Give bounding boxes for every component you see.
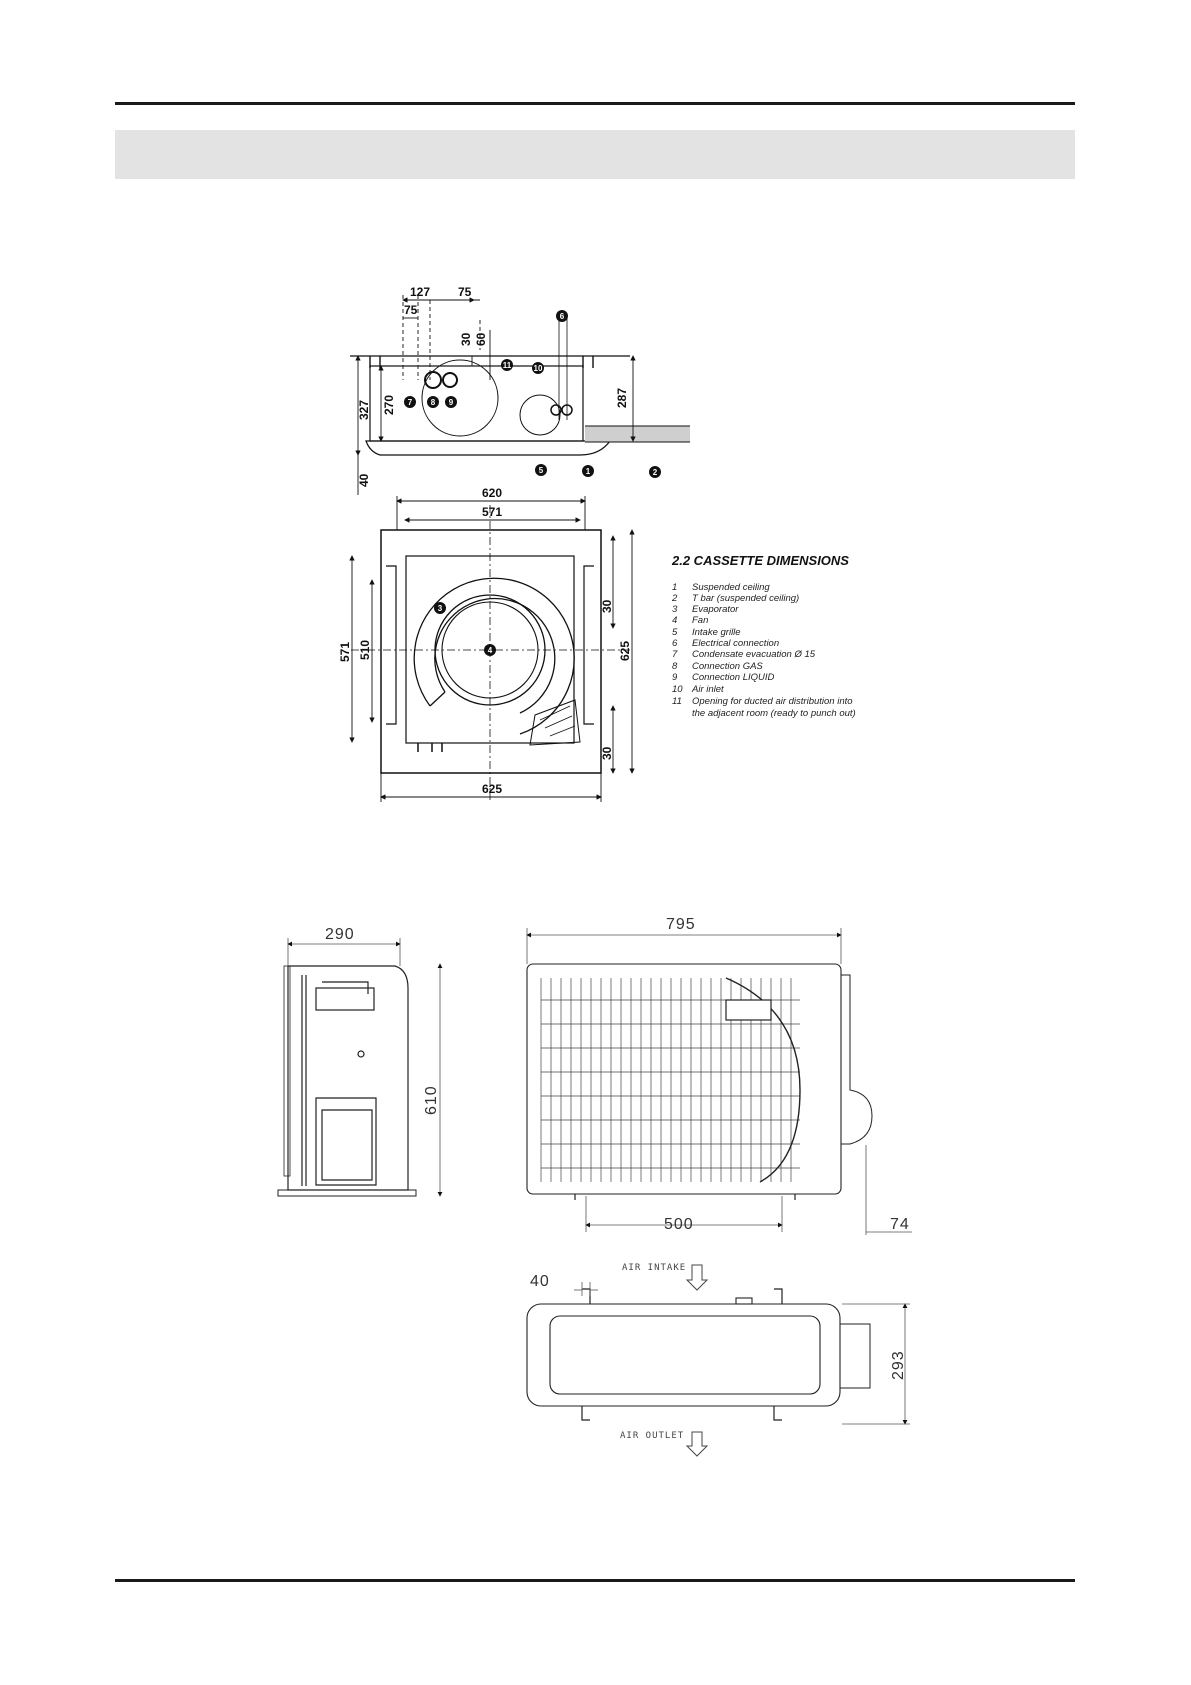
svg-text:5: 5 [672,627,678,638]
svg-text:6: 6 [672,638,678,649]
cassette-plan-callouts: 3 4 [434,602,496,656]
svg-text:Connection GAS: Connection GAS [692,661,763,672]
svg-text:Electrical connection: Electrical connection [692,638,779,649]
dim-571-left: 571 [338,642,352,662]
outdoor-side-view [277,965,417,1197]
outdoor-side-dimension-lines [287,938,443,1197]
dim-127: 127 [410,285,430,299]
dim-74: 74 [890,1216,910,1233]
svg-text:4: 4 [488,646,493,655]
cassette-legend: 1 Suspended ceiling 2 T bar (suspended cei… [671,582,856,719]
front-grille [540,978,800,1182]
dim-270: 270 [382,395,396,415]
svg-text:Opening for ducted air distrib: Opening for ducted air distribution into [692,696,853,707]
svg-text:5: 5 [539,466,544,475]
dim-30-side: 30 [459,332,473,346]
dim-293: 293 [890,1350,907,1380]
svg-text:10: 10 [672,684,683,695]
svg-text:8: 8 [431,398,436,407]
svg-text:11: 11 [672,696,682,707]
svg-text:the adjacent room (ready to pu: the adjacent room (ready to punch out) [692,708,856,719]
svg-text:10: 10 [534,364,543,373]
dim-75-top: 75 [458,285,472,299]
dim-571-top: 571 [482,505,502,519]
outdoor-front-dimension-lines [526,928,912,1235]
outdoor-front-view [526,963,873,1200]
svg-text:Air inlet: Air inlet [691,684,724,695]
outdoor-top-view [526,1288,871,1421]
cassette-side-view [350,295,690,456]
svg-text:3: 3 [672,604,678,615]
svg-text:6: 6 [560,312,565,321]
dim-795: 795 [666,916,696,933]
svg-text:Intake grille: Intake grille [692,627,741,638]
cassette-plan-view [351,505,630,800]
dim-40: 40 [357,473,371,487]
svg-text:Fan: Fan [692,615,708,626]
dim-75-left: 75 [404,303,418,317]
svg-text:Suspended ceiling: Suspended ceiling [692,582,770,593]
svg-text:3: 3 [438,604,443,613]
dim-30-plan: 30 [600,599,614,613]
dim-290: 290 [325,926,355,943]
air-outlet-label: AIR OUTLET [620,1431,684,1441]
dim-625-bottom: 625 [482,782,502,796]
svg-text:4: 4 [672,615,677,626]
dim-40-outdoor: 40 [530,1273,550,1290]
svg-text:2: 2 [653,468,658,477]
dim-610: 610 [423,1085,440,1115]
dim-287: 287 [615,388,629,408]
dim-620: 620 [482,486,502,500]
cassette-legend-title: 2.2 CASSETTE DIMENSIONS [671,553,849,568]
svg-text:9: 9 [672,672,678,683]
cassette-side-callouts: 6 7 8 9 10 11 5 1 2 [404,310,661,478]
outdoor-top-dimension-lines [574,1282,910,1425]
air-outlet-arrow-icon [685,1431,709,1457]
dim-625-right: 625 [618,641,632,661]
svg-text:7: 7 [408,398,413,407]
svg-text:1: 1 [672,582,677,593]
svg-text:Evaporator: Evaporator [692,604,739,615]
dim-510: 510 [358,640,372,660]
air-intake-label: AIR INTAKE [622,1263,686,1273]
svg-text:9: 9 [449,398,454,407]
dim-500: 500 [664,1216,694,1233]
svg-text:T bar (suspended ceiling): T bar (suspended ceiling) [692,593,799,604]
cassette-side-dimension-lines [355,297,636,495]
section-header-band [115,130,1075,179]
svg-text:11: 11 [503,361,512,370]
dim-60: 60 [474,332,488,346]
top-rule [115,102,1075,105]
dim-327: 327 [357,400,371,420]
svg-text:8: 8 [672,661,678,672]
svg-text:1: 1 [586,467,591,476]
air-intake-arrow-icon [685,1264,709,1291]
cassette-plan-dimension-lines [349,496,635,802]
svg-text:7: 7 [672,649,678,660]
svg-text:2: 2 [671,593,678,604]
bottom-rule [115,1579,1075,1582]
dim-30-plan-bottom: 30 [600,746,614,760]
svg-text:Connection LIQUID: Connection LIQUID [692,672,775,683]
svg-text:Condensate evacuation Ø 15: Condensate evacuation Ø 15 [692,649,816,660]
